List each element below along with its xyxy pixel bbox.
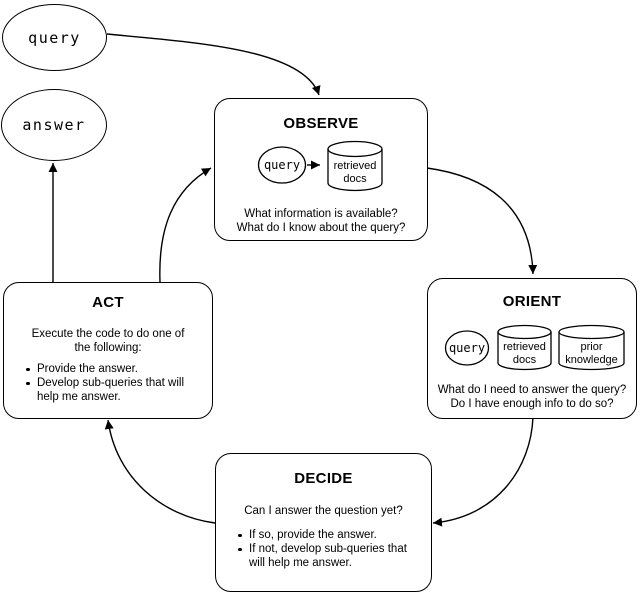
act-intro-line2: the following: — [74, 342, 142, 354]
prior-knowledge-cylinder-top — [558, 331, 625, 340]
act-box: ACT Execute the code to do one of the fo… — [3, 282, 213, 419]
arrow-observe-to-orient — [426, 167, 538, 275]
observe-questions: What information is available? What do I… — [215, 207, 427, 235]
query-node: query — [2, 4, 107, 71]
query-node-label: query — [28, 28, 81, 47]
prior-knowledge-line1: prior — [580, 341, 602, 353]
observe-graphic: query retrieved docs — [257, 140, 383, 192]
orient-question-1: What do I need to answer the query? — [437, 384, 627, 396]
answer-node: answer — [1, 89, 107, 161]
retrieved-docs-label-line2: docs — [343, 173, 367, 185]
decide-box: DECIDE Can I answer the question yet? If… — [215, 453, 432, 592]
act-bullets: Provide the answer. Develop sub-queries … — [24, 362, 206, 404]
arrow-orient-to-decide — [432, 416, 534, 527]
orient-query-label: query — [449, 341, 485, 355]
orient-box: ORIENT query retrieved docs prior knowle… — [427, 278, 637, 419]
prior-knowledge-cylinder — [558, 324, 625, 371]
answer-node-label: answer — [22, 116, 86, 134]
decide-intro: Can I answer the question yet? — [244, 505, 403, 517]
observe-query-ellipse — [257, 146, 307, 184]
observe-title: OBSERVE — [283, 115, 359, 132]
observe-query-label: query — [264, 158, 300, 172]
decide-bullet-1: If so, provide the answer. — [236, 528, 418, 542]
act-intro-line1: Execute the code to do one of — [31, 328, 185, 340]
orient-question-2: Do I have enough info to do so? — [450, 398, 614, 410]
prior-knowledge-line2: knowledge — [565, 354, 618, 366]
act-intro: Execute the code to do one of the follow… — [4, 327, 212, 355]
orient-questions: What do I need to answer the query? Do I… — [428, 383, 636, 411]
observe-question-2: What do I know about the query? — [236, 222, 406, 234]
orient-graphic: query retrieved docs prior knowledge — [444, 324, 625, 371]
orient-title: ORIENT — [502, 293, 562, 310]
act-bullet-1: Provide the answer. — [24, 362, 206, 376]
arrow-decide-to-act — [104, 419, 216, 524]
decide-bullets: If so, provide the answer. If not, devel… — [236, 528, 418, 570]
retrieved-docs-cylinder — [327, 140, 383, 192]
orient-retrieved-docs-cylinder — [497, 324, 552, 371]
decide-bullet-2: If not, develop sub-queries that will he… — [236, 542, 418, 570]
act-title: ACT — [92, 294, 124, 311]
observe-question-1: What information is available? — [244, 208, 398, 220]
observe-box: OBSERVE query retrieved docs What inform… — [214, 98, 428, 241]
decide-title: DECIDE — [294, 470, 353, 487]
retrieved-docs-label-line1: retrieved — [334, 160, 377, 172]
act-bullet-2: Develop sub-queries that will help me an… — [24, 376, 206, 404]
arrow-act-to-observe — [159, 167, 212, 283]
orient-retrieved-docs-line1: retrieved — [503, 341, 546, 353]
retrieved-docs-cylinder-top — [327, 148, 383, 158]
orient-query-ellipse — [444, 330, 490, 366]
arrow-query-to-observe — [106, 33, 321, 96]
orient-retrieved-docs-cylinder-top — [497, 331, 552, 340]
orient-retrieved-docs-line2: docs — [513, 354, 537, 366]
